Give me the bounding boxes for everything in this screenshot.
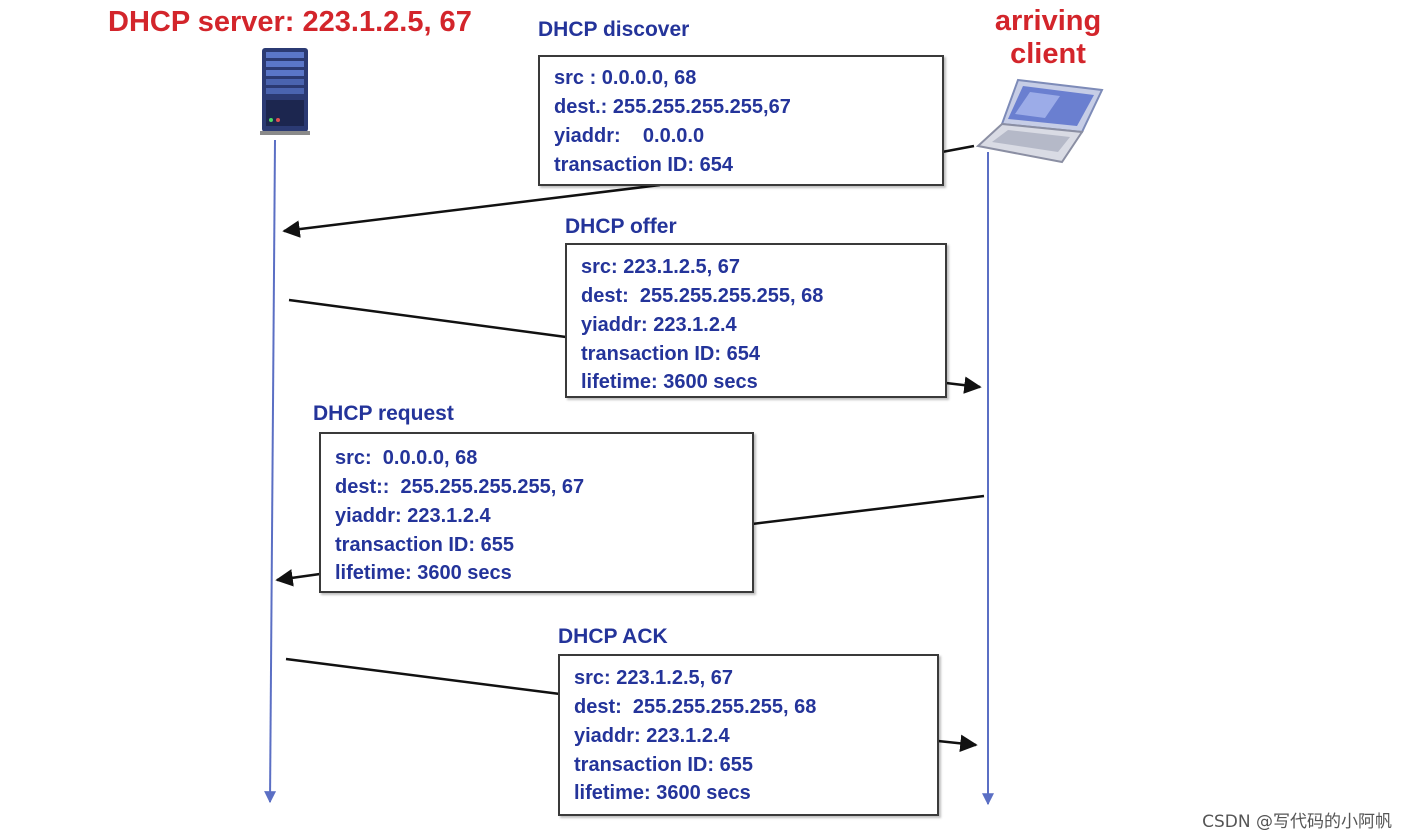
server-title: DHCP server: 223.1.2.5, 67 [108, 6, 472, 38]
request-yiaddr: yiaddr: 223.1.2.4 [335, 505, 491, 527]
ack-yiaddr: yiaddr: 223.1.2.4 [574, 725, 730, 747]
discover-arrow [282, 183, 661, 238]
client-title: arriving client [968, 5, 1128, 71]
server-timeline [264, 139, 277, 804]
request-arrow-tail [751, 494, 985, 526]
ack-arrow [937, 734, 978, 753]
offer-dest: dest: 255.255.255.255, 68 [581, 285, 824, 307]
request-message-box: src: 0.0.0.0, 68 dest:: 255.255.255.255,… [319, 432, 754, 593]
request-label: DHCP request [313, 402, 454, 425]
discover-label: DHCP discover [538, 18, 690, 41]
ack-lifetime: lifetime: 3600 secs [574, 782, 751, 804]
client-title-line2: client [1010, 38, 1086, 70]
watermark: CSDN @写代码的小阿帆 [1202, 812, 1392, 832]
offer-src: src: 223.1.2.5, 67 [581, 256, 741, 278]
request-arrow [275, 569, 321, 587]
ack-arrow-tail [285, 657, 561, 696]
discover-arrow-tail [941, 144, 975, 154]
ack-src: src: 223.1.2.5, 67 [574, 667, 734, 689]
ack-transaction-id: transaction ID: 655 [574, 754, 753, 776]
discover-src: src : 0.0.0.0, 68 [554, 67, 697, 89]
client-title-line1: arriving [994, 5, 1102, 37]
offer-arrow [945, 376, 982, 394]
server-tower-icon [260, 48, 310, 135]
offer-transaction-id: transaction ID: 654 [581, 343, 760, 365]
request-dest: dest:: 255.255.255.255, 67 [335, 476, 585, 498]
offer-arrow-tail [288, 298, 567, 339]
offer-message-box: src: 223.1.2.5, 67 dest: 255.255.255.255… [565, 243, 947, 398]
offer-label: DHCP offer [565, 215, 677, 238]
discover-yiaddr: yiaddr: 0.0.0.0 [554, 125, 705, 147]
request-transaction-id: transaction ID: 655 [335, 534, 514, 556]
discover-message-box: src : 0.0.0.0, 68 dest.: 255.255.255.255… [538, 55, 944, 186]
ack-dest: dest: 255.255.255.255, 68 [574, 696, 817, 718]
discover-transaction-id: transaction ID: 654 [554, 154, 733, 176]
offer-lifetime: lifetime: 3600 secs [581, 371, 758, 393]
request-lifetime: lifetime: 3600 secs [335, 562, 512, 584]
ack-label: DHCP ACK [558, 625, 668, 648]
ack-message-box: src: 223.1.2.5, 67 dest: 255.255.255.255… [558, 654, 939, 816]
offer-yiaddr: yiaddr: 223.1.2.4 [581, 314, 737, 336]
request-src: src: 0.0.0.0, 68 [335, 447, 478, 469]
discover-dest: dest.: 255.255.255.255,67 [554, 96, 791, 118]
laptop-icon [975, 78, 1104, 164]
